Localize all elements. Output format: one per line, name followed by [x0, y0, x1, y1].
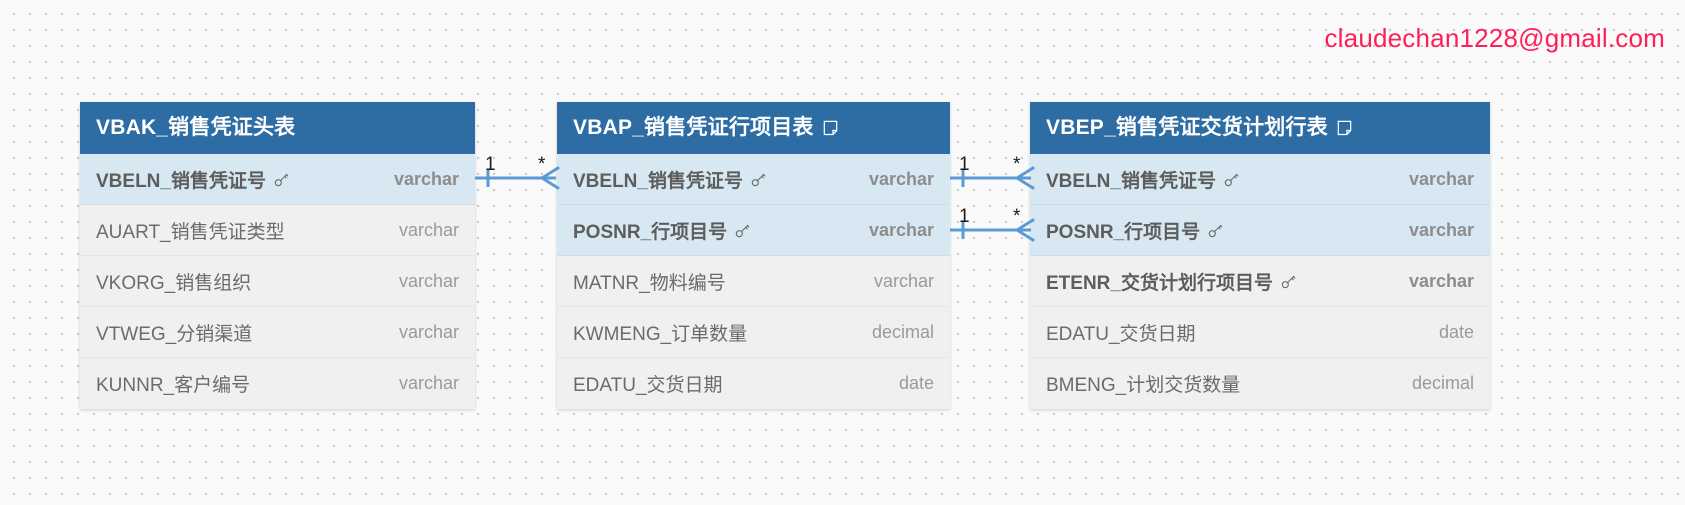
- entity-vbep-header: VBEP_销售凭证交货计划行表: [1030, 102, 1490, 154]
- column-type: varchar: [1408, 168, 1474, 189]
- note-icon: [1337, 120, 1352, 136]
- column-name-cell: BMENG_计划交货数量: [1046, 370, 1240, 397]
- column-type: varchar: [1408, 270, 1474, 291]
- key-icon: [750, 171, 767, 188]
- column-row[interactable]: AUART_销售凭证类型 varchar: [80, 205, 475, 256]
- column-name: BMENG_计划交货数量: [1046, 375, 1241, 396]
- column-type: date: [898, 373, 934, 393]
- column-name-cell: EDATU_交货日期: [573, 370, 723, 397]
- column-name: VKORG_销售组织: [96, 272, 252, 294]
- column-type: varchar: [398, 219, 459, 240]
- column-type: varchar: [868, 219, 934, 240]
- key-icon: [273, 171, 290, 188]
- column-name-cell: AUART_销售凭证类型: [96, 217, 285, 244]
- column-type: varchar: [398, 321, 459, 342]
- column-type: decimal: [1411, 373, 1474, 393]
- column-row[interactable]: POSNR_行项目号 varchar: [1030, 205, 1490, 256]
- column-name: MATNR_物料编号: [573, 272, 726, 294]
- column-row[interactable]: EDATU_交货日期 date: [557, 358, 950, 409]
- column-name: KWMENG_订单数量: [573, 323, 748, 345]
- entity-vbak-title: VBAK_销售凭证头表: [96, 116, 296, 139]
- column-name: VTWEG_分销渠道: [96, 323, 253, 345]
- entity-vbep[interactable]: VBEP_销售凭证交货计划行表 VBELN_销售凭证号 varchar: [1030, 102, 1490, 409]
- column-row[interactable]: BMENG_计划交货数量 decimal: [1030, 358, 1490, 409]
- note-icon: [823, 120, 838, 136]
- column-row[interactable]: KUNNR_客户编号 varchar: [80, 358, 475, 409]
- column-name: POSNR_行项目号: [573, 221, 728, 243]
- entity-vbep-title: VBEP_销售凭证交货计划行表: [1046, 116, 1328, 139]
- column-name: VBELN_销售凭证号: [573, 170, 743, 192]
- column-name-cell: VBELN_销售凭证号: [96, 166, 290, 193]
- column-name: POSNR_行项目号: [1046, 221, 1201, 243]
- column-name: EDATU_交货日期: [573, 375, 723, 396]
- cardinality-one: 1: [959, 206, 970, 227]
- entity-vbak-header: VBAK_销售凭证头表: [80, 102, 475, 154]
- column-row[interactable]: VBELN_销售凭证号 varchar: [1030, 154, 1490, 205]
- entity-vbap-title: VBAP_销售凭证行项目表: [573, 116, 814, 139]
- column-type: decimal: [871, 321, 934, 342]
- column-name: AUART_销售凭证类型: [96, 221, 285, 243]
- column-type: varchar: [1408, 219, 1474, 240]
- column-type: varchar: [393, 168, 459, 189]
- column-name-cell: VBELN_销售凭证号: [573, 166, 767, 193]
- column-type: varchar: [398, 270, 459, 291]
- email-watermark: claudechan1228@gmail.com: [1324, 23, 1665, 53]
- cardinality-many: *: [1013, 154, 1021, 175]
- column-name-cell: EDATU_交货日期: [1046, 319, 1196, 346]
- column-name-cell: ETENR_交货计划行项目号: [1046, 268, 1297, 295]
- column-row[interactable]: VBELN_销售凭证号 varchar: [557, 154, 950, 205]
- column-name-cell: MATNR_物料编号: [573, 268, 726, 295]
- column-row[interactable]: VTWEG_分销渠道 varchar: [80, 307, 475, 358]
- column-name-cell: VTWEG_分销渠道: [96, 319, 252, 346]
- entity-vbap-header: VBAP_销售凭证行项目表: [557, 102, 950, 154]
- key-icon: [1223, 171, 1240, 188]
- key-icon: [734, 222, 751, 239]
- cardinality-many: *: [1013, 206, 1021, 227]
- cardinality-one: 1: [959, 154, 970, 175]
- column-name: VBELN_销售凭证号: [1046, 170, 1216, 192]
- column-row[interactable]: ETENR_交货计划行项目号 varchar: [1030, 256, 1490, 307]
- column-row[interactable]: VKORG_销售组织 varchar: [80, 256, 475, 307]
- cardinality-many: *: [538, 154, 546, 175]
- column-row[interactable]: KWMENG_订单数量 decimal: [557, 307, 950, 358]
- entity-vbak[interactable]: VBAK_销售凭证头表 VBELN_销售凭证号 varchar AUART_销售…: [80, 102, 475, 409]
- column-name: ETENR_交货计划行项目号: [1046, 272, 1273, 294]
- column-name-cell: POSNR_行项目号: [573, 217, 751, 244]
- column-row[interactable]: POSNR_行项目号 varchar: [557, 205, 950, 256]
- column-name: KUNNR_客户编号: [96, 375, 251, 396]
- column-name-cell: VBELN_销售凭证号: [1046, 166, 1240, 193]
- column-type: date: [1438, 321, 1474, 342]
- column-type: varchar: [873, 270, 934, 291]
- column-name: VBELN_销售凭证号: [96, 170, 266, 192]
- column-name-cell: KUNNR_客户编号: [96, 370, 250, 397]
- column-name-cell: POSNR_行项目号: [1046, 217, 1224, 244]
- column-row[interactable]: VBELN_销售凭证号 varchar: [80, 154, 475, 205]
- cardinality-one: 1: [485, 154, 496, 175]
- column-name: EDATU_交货日期: [1046, 323, 1196, 345]
- column-type: varchar: [868, 168, 934, 189]
- entity-vbap[interactable]: VBAP_销售凭证行项目表 VBELN_销售凭证号 varchar: [557, 102, 950, 409]
- column-type: varchar: [398, 373, 459, 393]
- key-icon: [1280, 273, 1297, 290]
- column-row[interactable]: EDATU_交货日期 date: [1030, 307, 1490, 358]
- column-name-cell: VKORG_销售组织: [96, 268, 251, 295]
- column-row[interactable]: MATNR_物料编号 varchar: [557, 256, 950, 307]
- key-icon: [1207, 222, 1224, 239]
- column-name-cell: KWMENG_订单数量: [573, 319, 747, 346]
